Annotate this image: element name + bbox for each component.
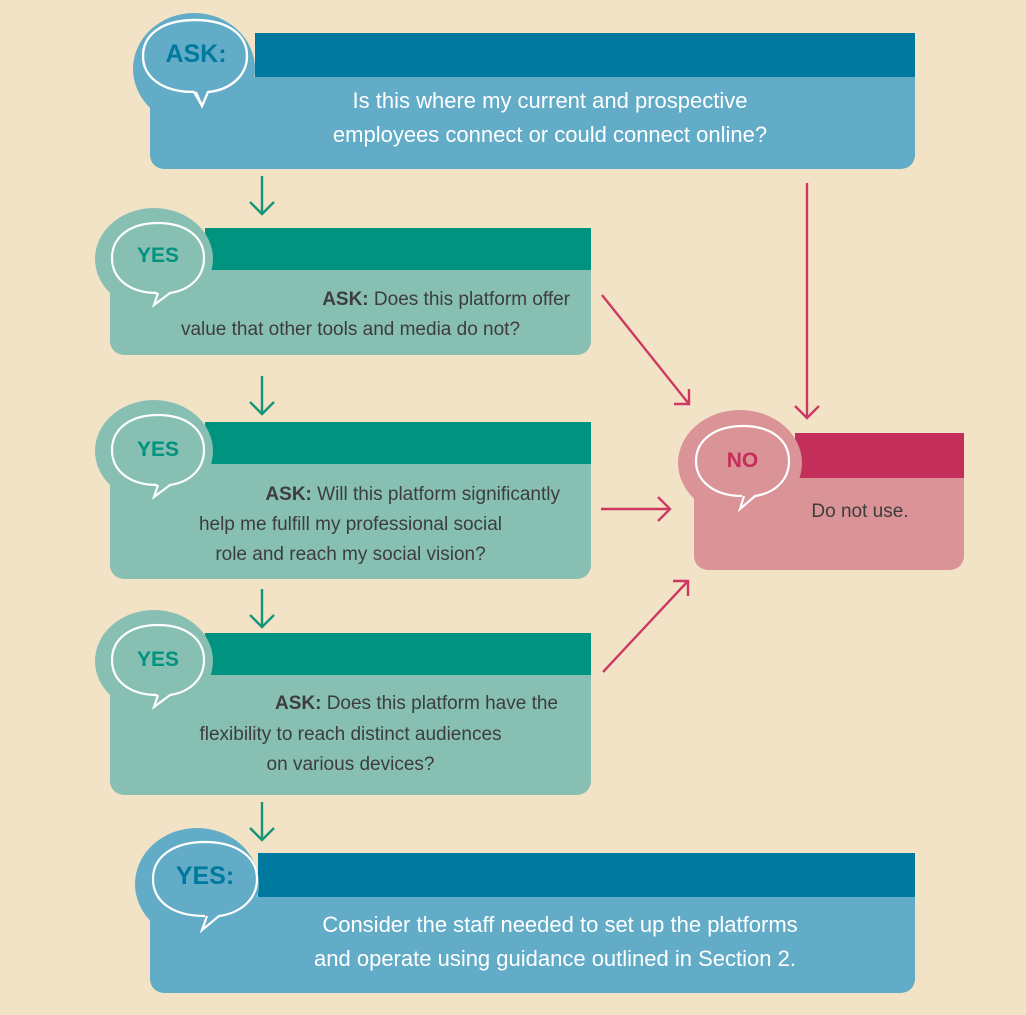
top-question-box	[150, 77, 915, 169]
down-arrow-1-icon	[249, 176, 275, 216]
no-bubble	[678, 410, 802, 516]
step1-question-text1: Does this platform offer	[368, 289, 570, 310]
down-arrow-4-icon	[249, 802, 275, 842]
step3-question-line2: flexibility to reach distinct audiences	[199, 724, 502, 745]
step3-question-line1: ASK: Does this platform have the	[180, 693, 558, 715]
step1-speech-bubble-icon	[110, 221, 206, 308]
top-question-line2: employees connect or could connect onlin…	[332, 122, 768, 147]
red-arrow-vertical-icon	[794, 183, 820, 420]
no-answer-text: Do not use.	[811, 501, 909, 522]
step1-question-line1: ASK: Does this platform offer	[190, 289, 570, 311]
final-speech-bubble-icon	[151, 840, 259, 934]
step3-question-text1: Does this platform have the	[321, 693, 558, 714]
red-arrow-diag-down-icon	[601, 294, 691, 406]
final-header-bar	[258, 853, 915, 897]
step2-speech-bubble-icon	[110, 413, 206, 500]
red-arrow-right-icon	[601, 496, 672, 522]
no-speech-bubble-icon	[694, 424, 791, 513]
step3-header-bar	[205, 633, 591, 675]
no-header-bar	[795, 433, 964, 478]
step3-ask-label: ASK:	[274, 693, 322, 714]
step2-question-line3: role and reach my social vision?	[215, 544, 486, 565]
step3-yes-badge: YES	[136, 648, 180, 671]
step2-question-text1: Will this platform significantly	[311, 484, 560, 505]
final-answer-line2: and operate using guidance outlined in S…	[314, 946, 796, 971]
top-question-line1: Is this where my current and prospective	[352, 88, 748, 113]
step2-yes-badge: YES	[136, 438, 180, 461]
final-yes-bubble	[135, 828, 259, 940]
down-arrow-3-icon	[249, 589, 275, 629]
step1-question-line2: value that other tools and media do not?	[180, 319, 521, 340]
top-speech-bubble-icon	[141, 18, 249, 109]
down-arrow-2-icon	[249, 376, 275, 416]
step2-question-line2: help me fulfill my professional social	[198, 514, 503, 535]
step2-header-bar	[205, 422, 591, 464]
final-answer-line1: Consider the staff needed to set up the …	[322, 912, 798, 937]
top-ask-badge: ASK:	[165, 40, 227, 68]
step3-question-line3: on various devices?	[266, 754, 435, 775]
step2-ask-label: ASK:	[265, 484, 312, 505]
final-yes-badge: YES:	[175, 862, 235, 890]
step1-ask-label: ASK:	[322, 289, 369, 310]
red-arrow-diag-up-icon	[602, 579, 690, 673]
step2-question-line1: ASK: Will this platform significantly	[180, 484, 560, 506]
step1-yes-badge: YES	[136, 244, 180, 267]
top-header-bar	[255, 33, 915, 77]
final-answer-box	[150, 897, 915, 993]
step1-header-bar	[205, 228, 591, 270]
step3-speech-bubble-icon	[110, 623, 206, 710]
no-badge: NO	[726, 449, 759, 472]
